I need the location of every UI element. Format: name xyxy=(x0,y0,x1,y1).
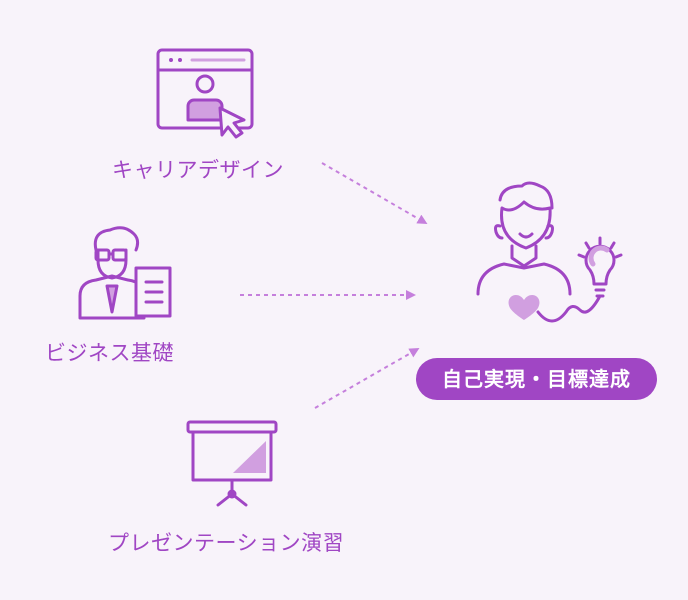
businessman-document-icon xyxy=(78,226,172,320)
arrow-presentation-to-goal xyxy=(314,348,420,409)
label-career-design: キャリアデザイン xyxy=(112,158,284,182)
browser-user-cursor-icon xyxy=(156,48,254,139)
projector-screen-icon xyxy=(186,420,278,507)
label-presentation-practice: プレゼンテーション演習 xyxy=(108,531,345,555)
arrow-career-to-goal xyxy=(321,162,428,225)
goal-badge: 自己実現・目標達成 xyxy=(416,358,657,400)
person-heart-lightbulb-icon xyxy=(476,181,623,323)
label-business-basics: ビジネス基礎 xyxy=(45,341,174,365)
